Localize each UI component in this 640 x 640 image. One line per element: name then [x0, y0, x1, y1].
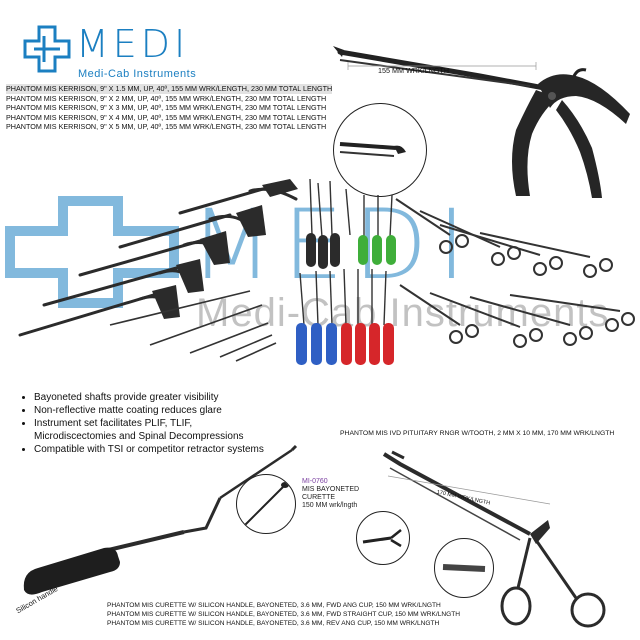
medical-cross-icon: [23, 25, 71, 73]
curette-spec: PHANTOM MIS CURETTE W/ SILICON HANDLE, B…: [107, 610, 461, 618]
kerrison-tip-detail: [333, 103, 427, 197]
brand-logo: MEDI Medi-Cab Instruments: [22, 22, 202, 80]
pituitary-side-detail: [434, 538, 494, 598]
kerrison-tip-icon: [339, 142, 406, 157]
kerrison-spec: PHANTOM MIS KERRISON, 9" X 4 MM, UP, 40º…: [6, 112, 327, 122]
kerrison-spec: PHANTOM MIS KERRISON, 9" X 5 MM, UP, 40º…: [6, 122, 327, 131]
pituitary-shaft-icon: [442, 564, 486, 572]
curette-callout-line: 150 MM wrk/lngth: [302, 502, 358, 509]
kerrison-spec: PHANTOM MIS KERRISON, 9" X 2 MM, UP, 40º…: [6, 93, 327, 103]
watermark-cross-icon: [5, 196, 179, 308]
curette-tip-icon: [244, 482, 289, 526]
curette-callout-line: MI-0760: [302, 478, 328, 485]
pituitary-jaw-icon: [362, 529, 402, 548]
kerrison-spec: PHANTOM MIS KERRISON, 9" X 1.5 MM, UP, 4…: [6, 84, 333, 94]
curette-callout-line: CURETTE: [302, 494, 336, 501]
feature-item: Bayoneted shafts provide greater visibil…: [34, 391, 274, 404]
curette-image: [23, 444, 298, 595]
feature-item: Instrument set facilitates PLIF, TLIF, M…: [34, 417, 274, 443]
curette-spec-list: PHANTOM MIS CURETTE W/ SILICON HANDLE, B…: [107, 602, 460, 628]
feature-list: Bayoneted shafts provide greater visibil…: [16, 391, 274, 456]
kerrison-length-label: 155 MM WRK/LNGTH: [378, 66, 450, 75]
pituitary-spec: PHANTOM MIS IVD PITUITARY RNGR W/TOOTH, …: [340, 430, 615, 437]
curette-callout: MI-0760 MIS BAYONETED CURETTE 150 MM wrk…: [302, 478, 359, 510]
curette-tip-detail: [236, 474, 296, 534]
curette-spec: PHANTOM MIS CURETTE W/ SILICON HANDLE, B…: [107, 619, 440, 627]
pituitary-tip-detail: [356, 511, 410, 565]
kerrison-rongeur-image: [333, 46, 630, 198]
curette-callout-line: MIS BAYONETED: [302, 486, 360, 493]
feature-item: Non-reflective matte coating reduces gla…: [34, 404, 274, 417]
logo-tagline: Medi-Cab Instruments: [78, 68, 197, 80]
pituitary-rongeur-image: [382, 450, 606, 628]
kerrison-spec: PHANTOM MIS KERRISON, 9" X 3 MM, UP, 40º…: [6, 103, 327, 112]
logo-text: MEDI: [76, 22, 190, 66]
feature-item: Compatible with TSI or competitor retrac…: [34, 443, 274, 456]
kerrison-spec-list: PHANTOM MIS KERRISON, 9" X 1.5 MM, UP, 4…: [6, 84, 333, 132]
instrument-set-image: [18, 178, 635, 365]
curette-spec: PHANTOM MIS CURETTE W/ SILICON HANDLE, B…: [107, 602, 441, 609]
